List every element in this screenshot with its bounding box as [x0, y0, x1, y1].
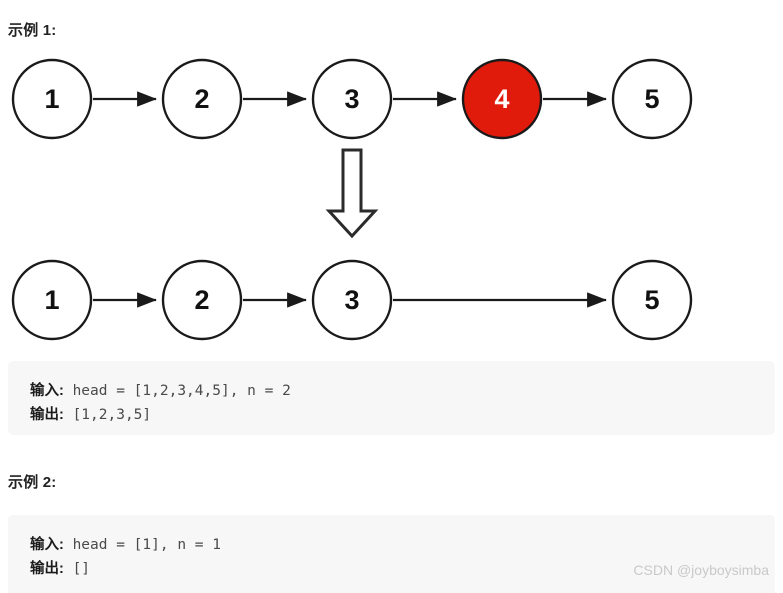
input-label: 输入: — [30, 383, 64, 399]
node-label: 3 — [344, 84, 359, 114]
node-label: 3 — [344, 285, 359, 315]
node-label: 2 — [194, 285, 209, 315]
node-label: 1 — [44, 285, 59, 315]
watermark: CSDN @joyboysimba — [633, 562, 769, 578]
output-label: 输出: — [30, 407, 64, 423]
before-list-node-1: 1 — [11, 58, 93, 140]
node-label: 1 — [44, 84, 59, 114]
example-2-input-line: 输入: head = [1], n = 1 — [30, 533, 753, 557]
node-label: 2 — [194, 84, 209, 114]
input-label: 输入: — [30, 537, 64, 553]
input-value: head = [1], n = 1 — [63, 537, 221, 553]
node-label: 4 — [494, 84, 509, 114]
after-list-node-2: 2 — [161, 259, 243, 341]
output-value: [] — [63, 561, 91, 577]
input-value: head = [1,2,3,4,5], n = 2 — [63, 383, 291, 399]
output-value: [1,2,3,5] — [63, 407, 152, 423]
linked-list-diagram: 1 2 3 4 5 1 — [11, 58, 693, 341]
example-2-code-block: 输入: head = [1], n = 1 输出: [] — [8, 515, 775, 593]
example-1-input-line: 输入: head = [1,2,3,4,5], n = 2 — [30, 379, 753, 403]
after-list-node-5: 5 — [611, 259, 693, 341]
example-2-heading: 示例 2: — [8, 474, 57, 491]
before-list-node-4-highlighted: 4 — [461, 58, 543, 140]
output-label: 输出: — [30, 561, 64, 577]
before-list-node-3: 3 — [311, 58, 393, 140]
example-1-output-line: 输出: [1,2,3,5] — [30, 403, 753, 427]
example-1-heading: 示例 1: — [8, 22, 57, 39]
after-list-node-1: 1 — [11, 259, 93, 341]
node-label: 5 — [644, 84, 659, 114]
after-list-node-3: 3 — [311, 259, 393, 341]
example-2-output-line: 输出: [] — [30, 557, 753, 581]
before-list-node-2: 2 — [161, 58, 243, 140]
before-list-node-5: 5 — [611, 58, 693, 140]
node-label: 5 — [644, 285, 659, 315]
down-arrow-icon — [325, 148, 379, 239]
example-1-code-block: 输入: head = [1,2,3,4,5], n = 2 输出: [1,2,3… — [8, 361, 775, 435]
